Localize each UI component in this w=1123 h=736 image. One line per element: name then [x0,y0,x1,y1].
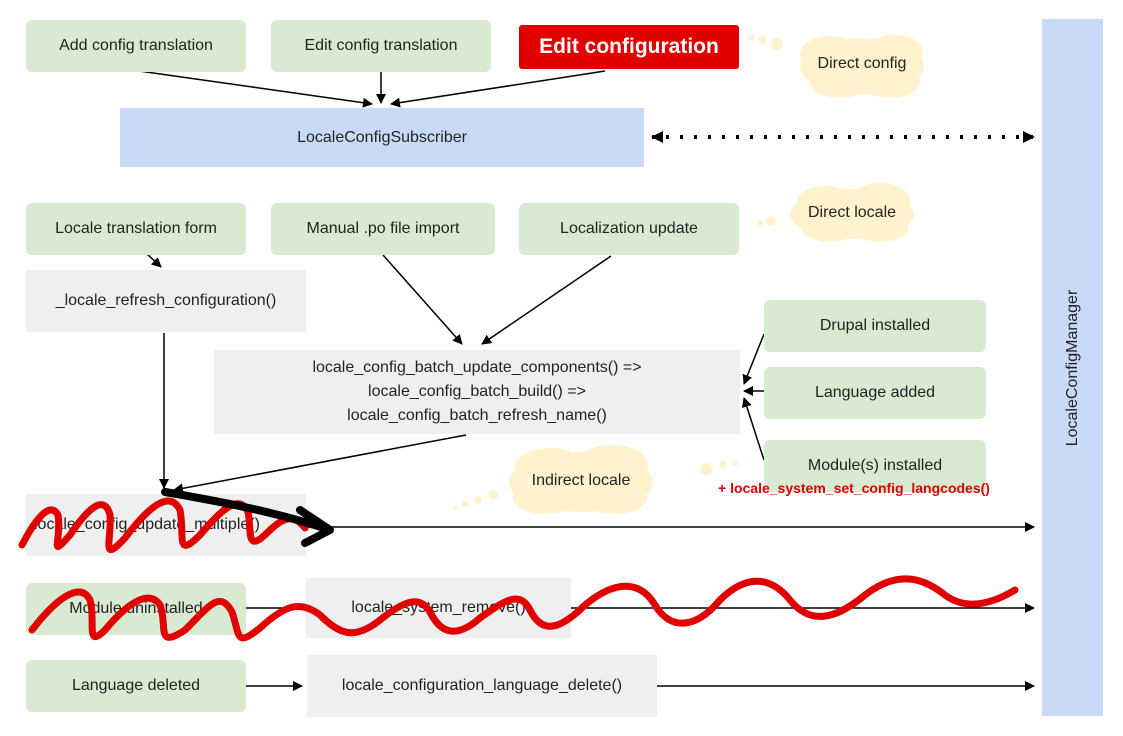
configuration-language-delete-box: locale_configuration_language_delete() [307,655,657,717]
direct-locale-label: Direct locale [807,204,897,221]
locale-config-subscriber-label: LocaleConfigSubscriber [297,128,467,146]
batch-line-1: locale_config_batch_update_components() … [312,359,642,376]
locale-config-manager-label: LocaleConfigManager [1063,289,1081,446]
system-remove-box: locale_system_remove() [306,578,571,638]
configuration-language-delete-label: locale_configuration_language_delete() [341,677,623,694]
add-config-translation-label: Add config translation [59,37,213,54]
language-added-label: Language added [814,384,936,401]
edit-configuration-label: Edit configuration [539,35,719,59]
language-added-box: Language added [764,367,986,419]
language-deleted-label: Language deleted [71,677,201,694]
arrow-form-to-refresh [145,252,162,268]
arrow-po-to-batch [382,254,463,345]
localization-update-box: Localization update [519,203,739,255]
locale-config-subscriber: LocaleConfigSubscriber [120,108,644,167]
arrow-localization-to-batch [481,255,612,345]
locale-translation-form-label: Locale translation form [55,220,217,237]
module-uninstalled-label: Module uninstalled [69,600,203,617]
refresh-configuration-box: _locale_refresh_configuration() [26,270,306,332]
batch-line-2: locale_config_batch_build() => [368,383,586,400]
drupal-installed-box: Drupal installed [764,300,986,352]
arrow-module-to-batch [742,397,765,461]
arrow-drupal-to-batch [742,333,765,385]
arrow-batch-to-update [173,434,467,494]
modules-installed-box: Module(s) installed [764,440,986,492]
edit-configuration-box: Edit configuration [519,25,739,69]
batch-functions-box: locale_config_batch_update_components() … [214,350,740,434]
language-deleted-box: Language deleted [26,660,246,712]
update-multiple-box: locale_config_update_multiple() [26,494,306,556]
system-remove-label: locale_system_remove() [351,599,526,616]
cloud-direct-config [749,35,924,98]
manual-po-import-box: Manual .po file import [271,203,495,255]
drupal-installed-label: Drupal installed [819,317,931,334]
modules-installed-label: Module(s) installed [807,457,943,474]
cloud-direct-locale [757,183,914,242]
locale-config-manager: LocaleConfigManager [1042,19,1103,716]
cloud-indirect-locale [454,445,738,514]
edit-config-translation-label: Edit config translation [304,37,458,54]
manual-po-import-label: Manual .po file import [306,220,460,237]
refresh-configuration-label: _locale_refresh_configuration() [55,292,277,309]
indirect-locale-label: Indirect locale [531,472,631,489]
edit-config-translation-box: Edit config translation [271,20,491,72]
arrow-add-to-subscriber [131,69,373,108]
set-config-langcodes-note: + locale_system_set_config_langcodes() [718,480,990,496]
direct-config-label: Direct config [817,55,907,72]
update-multiple-label: locale_config_update_multiple() [34,516,260,533]
module-uninstalled-box: Module uninstalled [26,583,246,635]
locale-translation-form-box: Locale translation form [26,203,246,255]
localization-update-label: Localization update [560,220,698,237]
arrow-editconfig-to-subscriber [390,70,606,108]
add-config-translation-box: Add config translation [26,20,246,72]
batch-line-3: locale_config_batch_refresh_name() [347,407,607,424]
